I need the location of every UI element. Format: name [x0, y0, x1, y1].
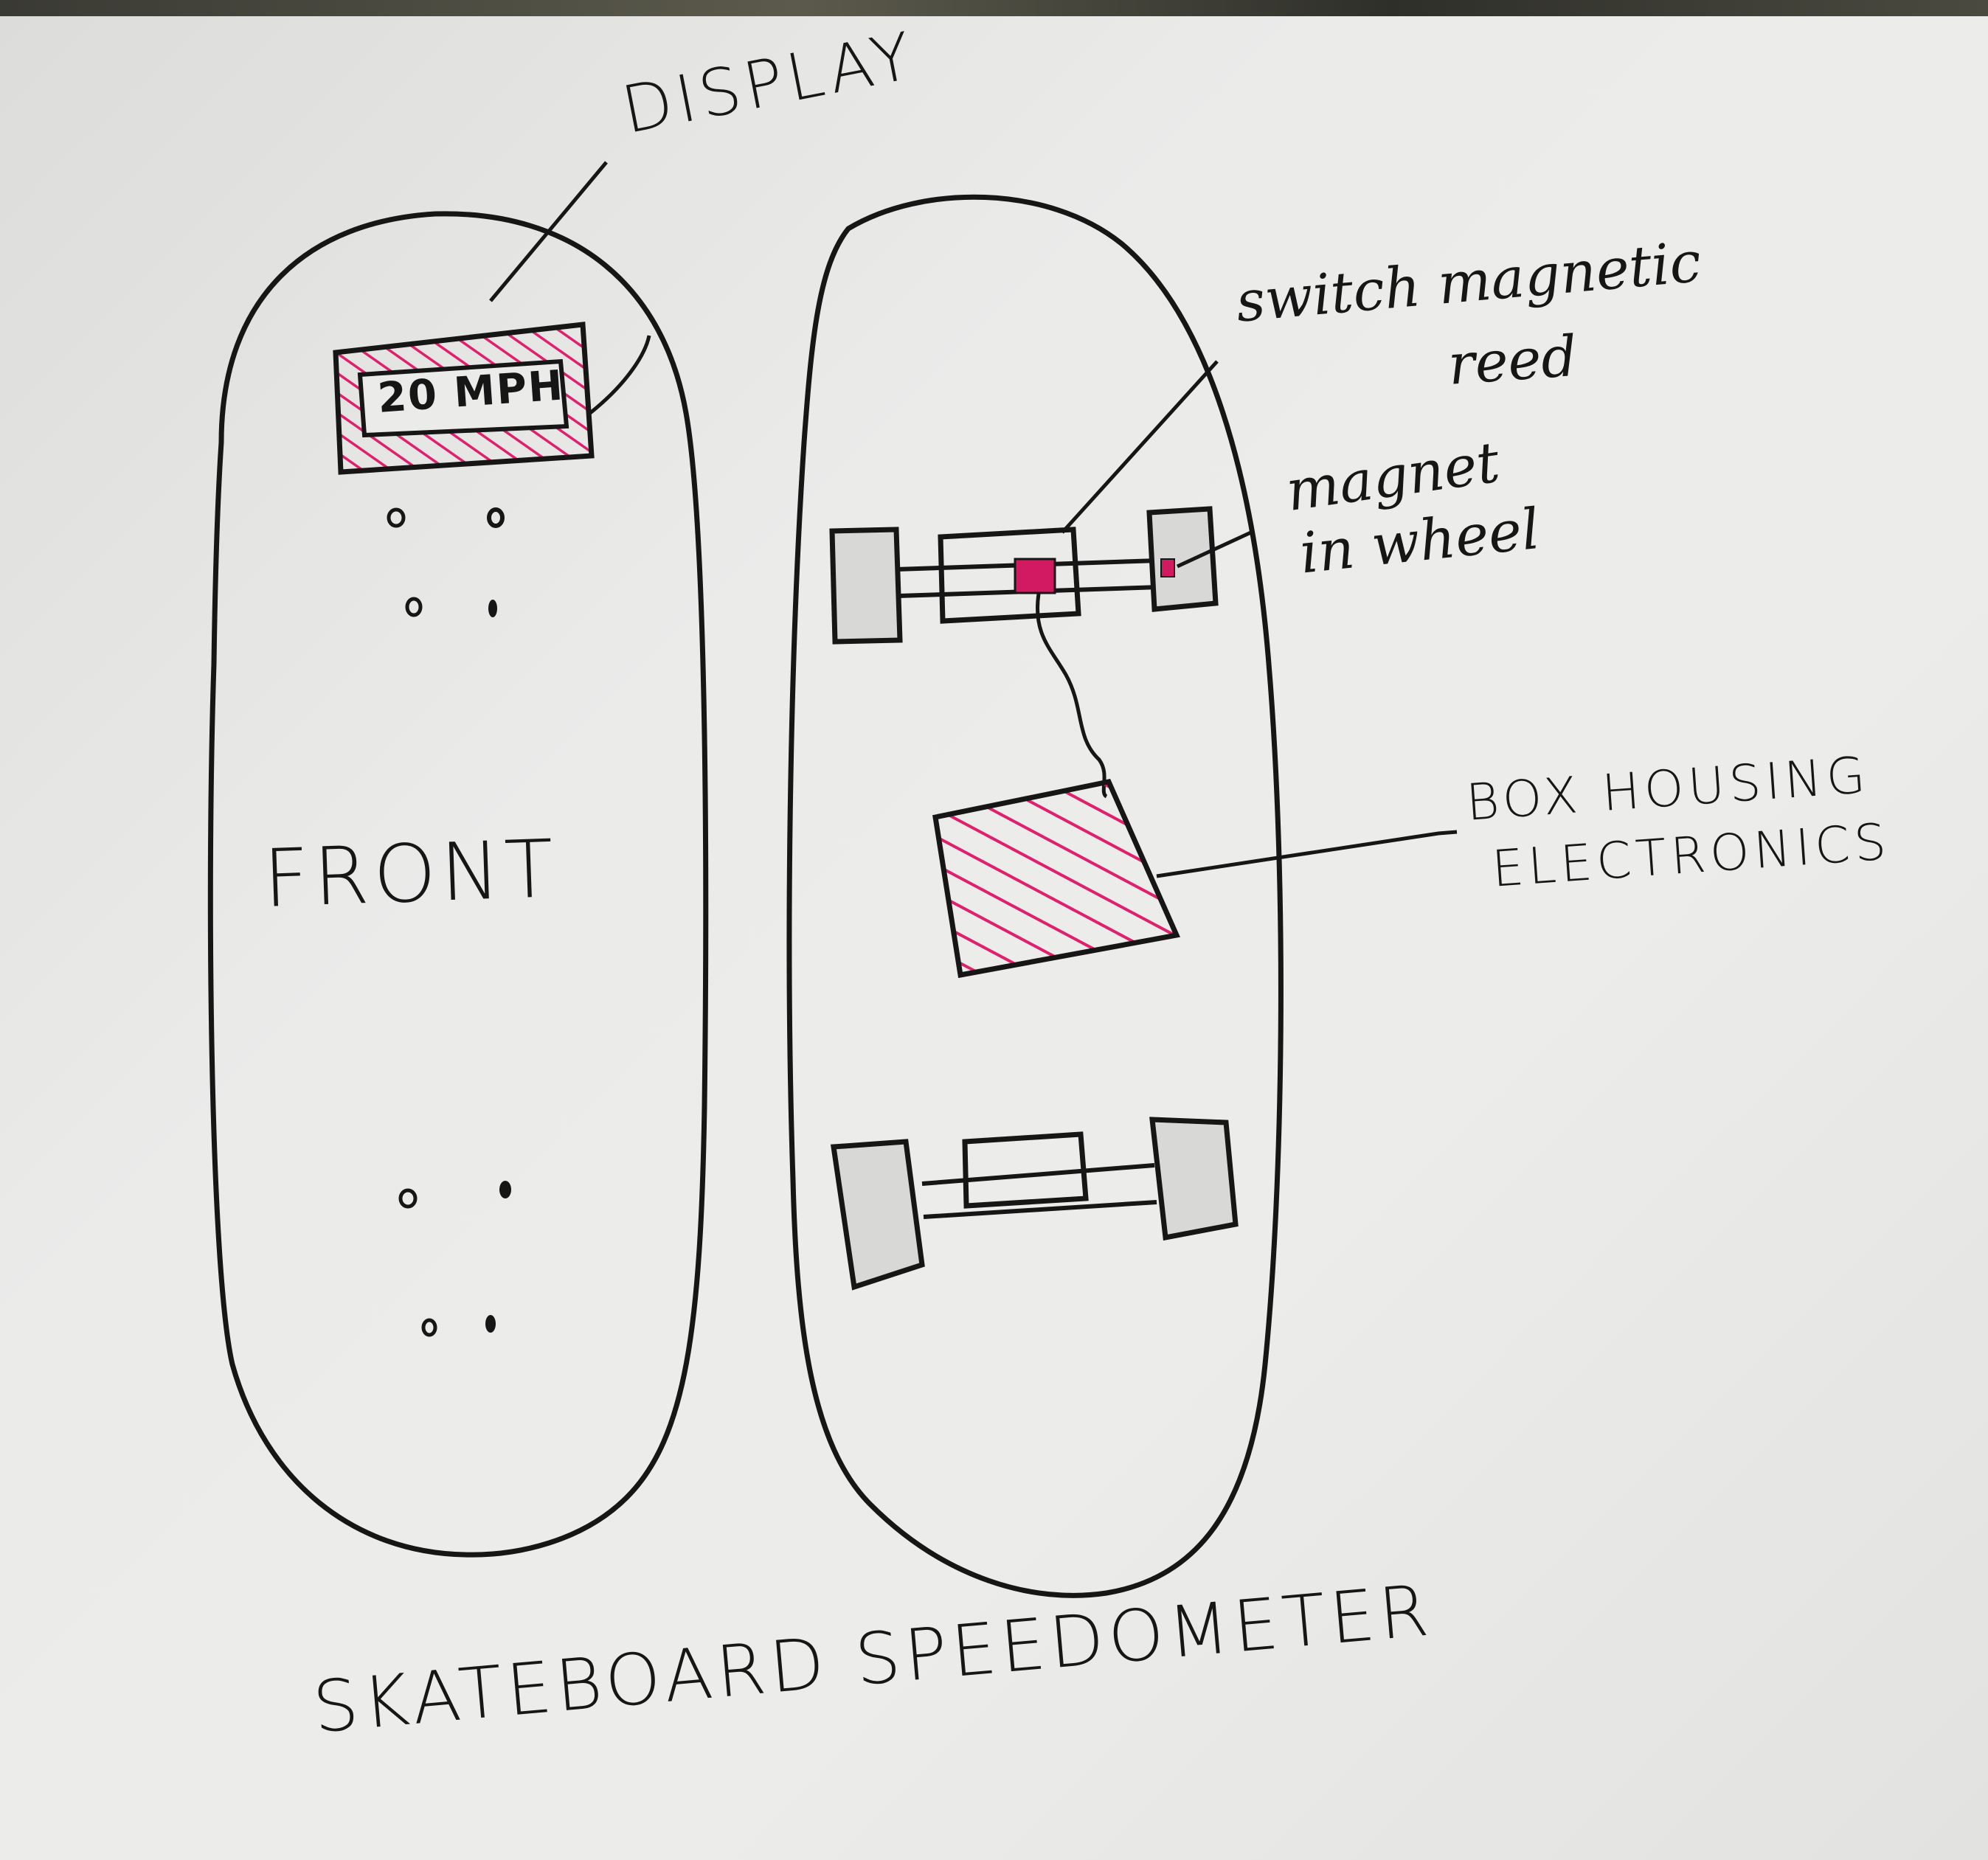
front-truck-holes — [389, 510, 502, 617]
truck-baseplate — [941, 530, 1078, 621]
sensor-wire — [1037, 594, 1106, 797]
rear-truck-axle-top — [922, 1165, 1154, 1184]
electronics-box — [935, 782, 1177, 975]
reed-switch-block — [1015, 559, 1055, 593]
front-truck — [832, 509, 1216, 642]
rear-truck-axle-bottom — [924, 1202, 1157, 1217]
box-leader-line — [1157, 832, 1457, 876]
rear-truck-wheel-left — [834, 1142, 922, 1287]
rear-truck — [834, 1120, 1236, 1287]
truck-wheel-left — [832, 530, 900, 642]
rear-truck-wheel-right — [1152, 1120, 1236, 1238]
reed-switch-label-line2: reed — [1446, 323, 1579, 398]
reed-leader-line — [1062, 361, 1217, 532]
rear-truck-holes — [401, 1181, 511, 1335]
display-cable — [590, 336, 649, 413]
wheel-magnet — [1161, 559, 1174, 577]
front-label: FRONT — [262, 823, 559, 926]
truck-wheel-right — [1149, 509, 1216, 609]
display-leader-line — [491, 162, 606, 301]
